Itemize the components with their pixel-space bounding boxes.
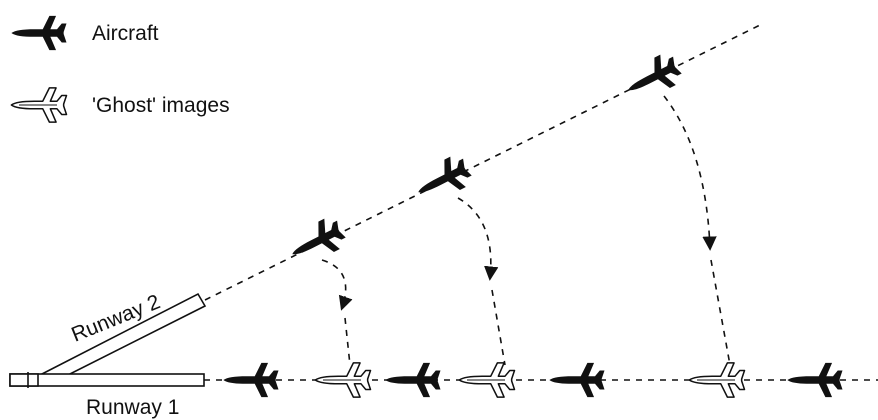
legend: Aircraft 'Ghost' images <box>10 15 230 123</box>
aircraft-on-approach-3 <box>620 49 686 106</box>
projection-arrow-1 <box>321 259 353 311</box>
projection-line-2 <box>491 289 506 366</box>
ground-aircraft-1 <box>223 362 279 398</box>
projection-line-3 <box>710 259 731 366</box>
runway-2: Runway 2 <box>37 290 207 381</box>
approach-flight-path <box>204 24 761 301</box>
aircraft-outline-icon <box>10 87 68 123</box>
aircraft-on-approach-1 <box>284 213 350 270</box>
runway-1-label: Runway 1 <box>86 396 179 419</box>
legend-ghost-label: 'Ghost' images <box>92 94 230 117</box>
ghost-image-3 <box>688 362 746 398</box>
legend-aircraft-label: Aircraft <box>92 22 159 45</box>
projection-arrow-2 <box>457 197 499 281</box>
projection-arrow-3 <box>663 95 717 251</box>
runway-1: Runway 1 <box>9 372 205 419</box>
ground-aircraft-3 <box>549 362 605 398</box>
ground-aircraft-4 <box>787 362 843 398</box>
ghost-image-1 <box>314 362 372 398</box>
ghost-image-2 <box>458 362 516 398</box>
ground-aircraft-2 <box>385 362 441 398</box>
aircraft-solid-icon <box>11 15 67 51</box>
aircraft-on-approach-2 <box>410 151 476 208</box>
projection-line-1 <box>344 317 351 366</box>
